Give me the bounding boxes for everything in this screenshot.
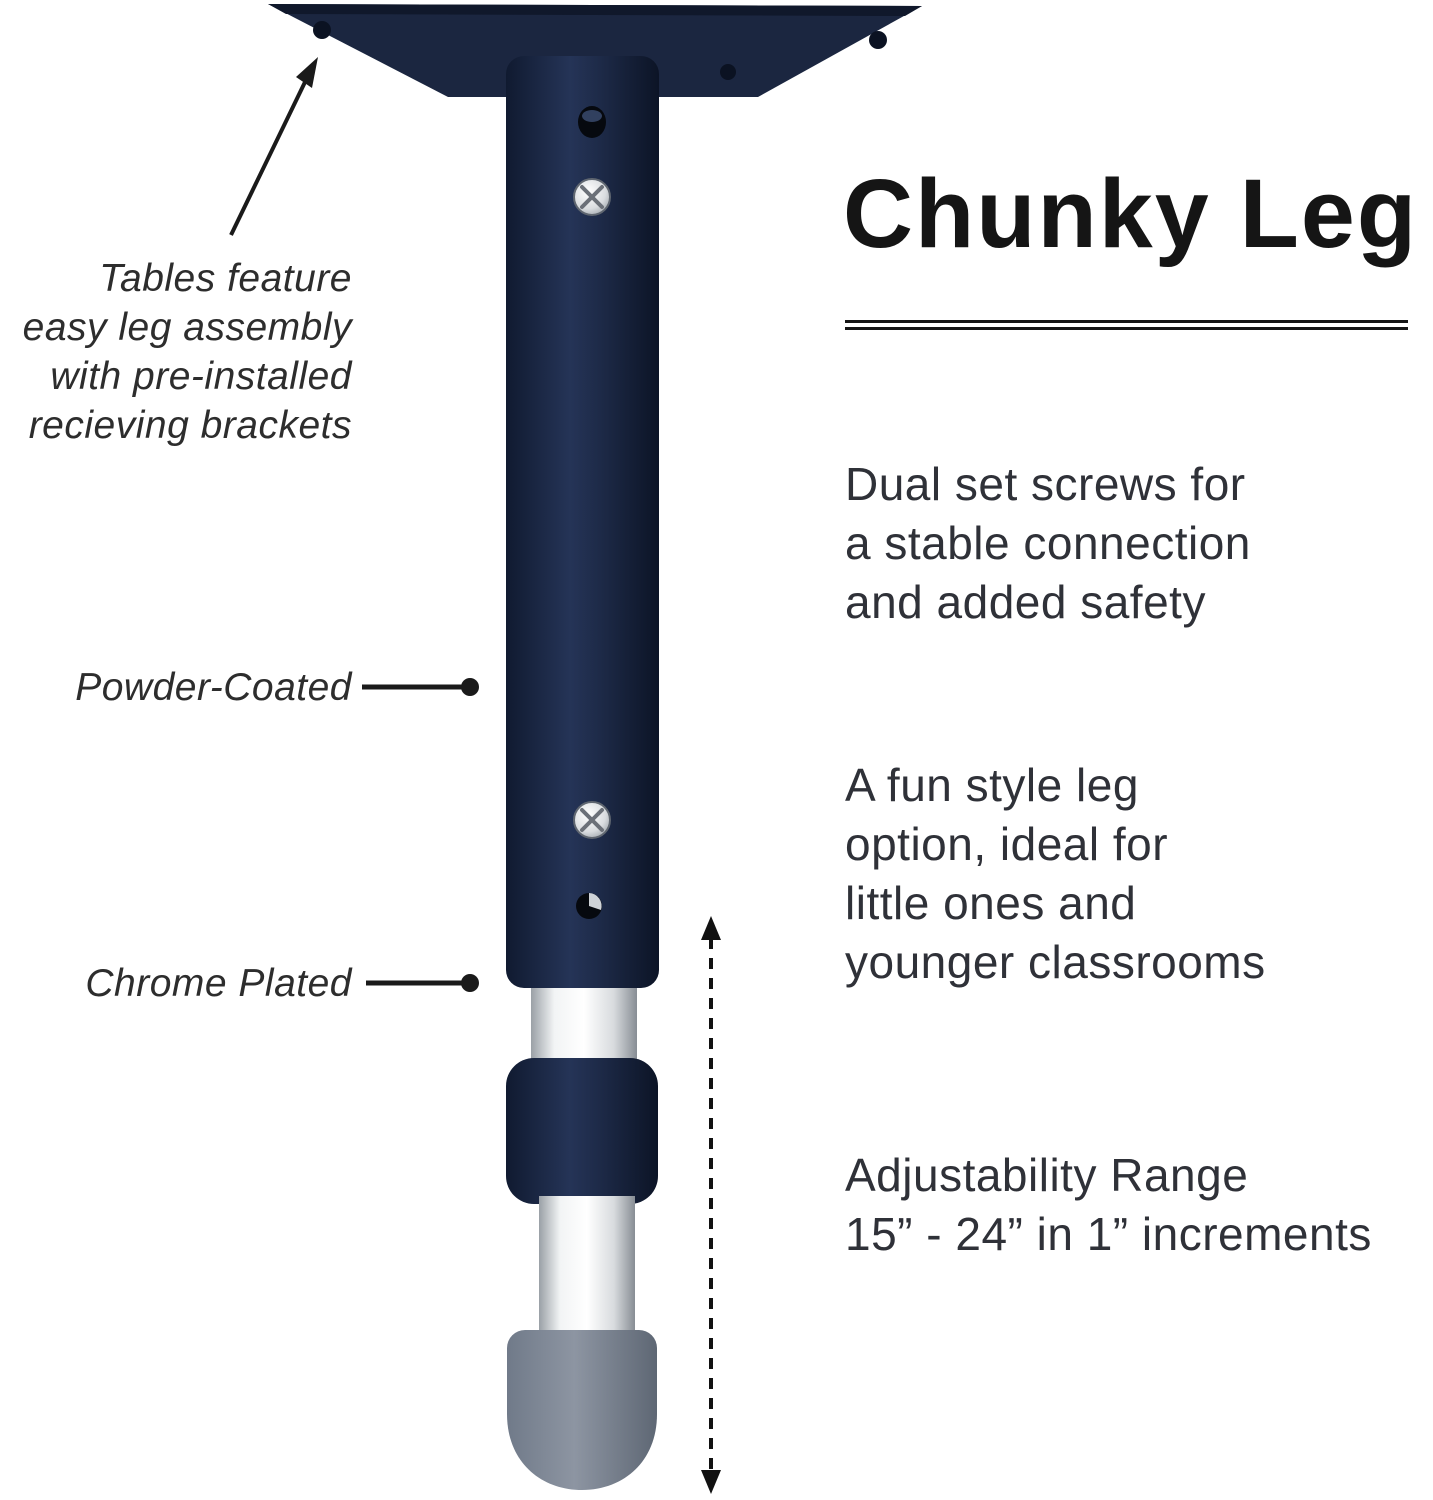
pointer-arrow (229, 57, 318, 236)
feature-dual-screws: Dual set screws for a stable connection … (845, 455, 1251, 632)
feature-line: little ones and (845, 877, 1137, 929)
powder-coated-connector (362, 678, 479, 696)
assembly-note-line: Tables feature (99, 257, 352, 300)
title-divider (845, 320, 1408, 330)
foot-cap (507, 1330, 657, 1490)
feature-line: A fun style leg (845, 759, 1139, 811)
screw-hole-upper (578, 106, 606, 138)
assembly-note-line: recieving brackets (28, 404, 352, 447)
leg-column (506, 56, 659, 988)
adjustability-arrow (701, 916, 721, 1494)
assembly-note: Tables feature easy leg assembly with pr… (0, 254, 352, 450)
feature-line: a stable connection (845, 517, 1251, 569)
feature-line: 15” - 24” in 1” increments (845, 1208, 1372, 1260)
assembly-note-line: with pre-installed (50, 355, 352, 398)
chrome-plated-connector (366, 974, 479, 992)
assembly-note-line: easy leg assembly (22, 306, 352, 349)
page-title: Chunky Leg (843, 159, 1419, 268)
feature-line: Adjustability Range (845, 1149, 1249, 1201)
adjustment-collar (506, 1058, 658, 1204)
feature-adjustability: Adjustability Range 15” - 24” in 1” incr… (845, 1146, 1372, 1264)
chrome-plated-label: Chrome Plated (85, 962, 352, 1005)
feature-line: Dual set screws for (845, 458, 1246, 510)
powder-coated-label: Powder-Coated (75, 666, 352, 709)
chrome-section-lower (539, 1196, 635, 1346)
feature-line: option, ideal for (845, 818, 1169, 870)
feature-line: younger classrooms (845, 936, 1266, 988)
feature-fun-style: A fun style leg option, ideal for little… (845, 756, 1266, 992)
set-screw-lower (573, 801, 611, 839)
feature-line: and added safety (845, 576, 1206, 628)
set-screw-upper (573, 178, 611, 216)
screw-hole-lower (576, 893, 602, 919)
